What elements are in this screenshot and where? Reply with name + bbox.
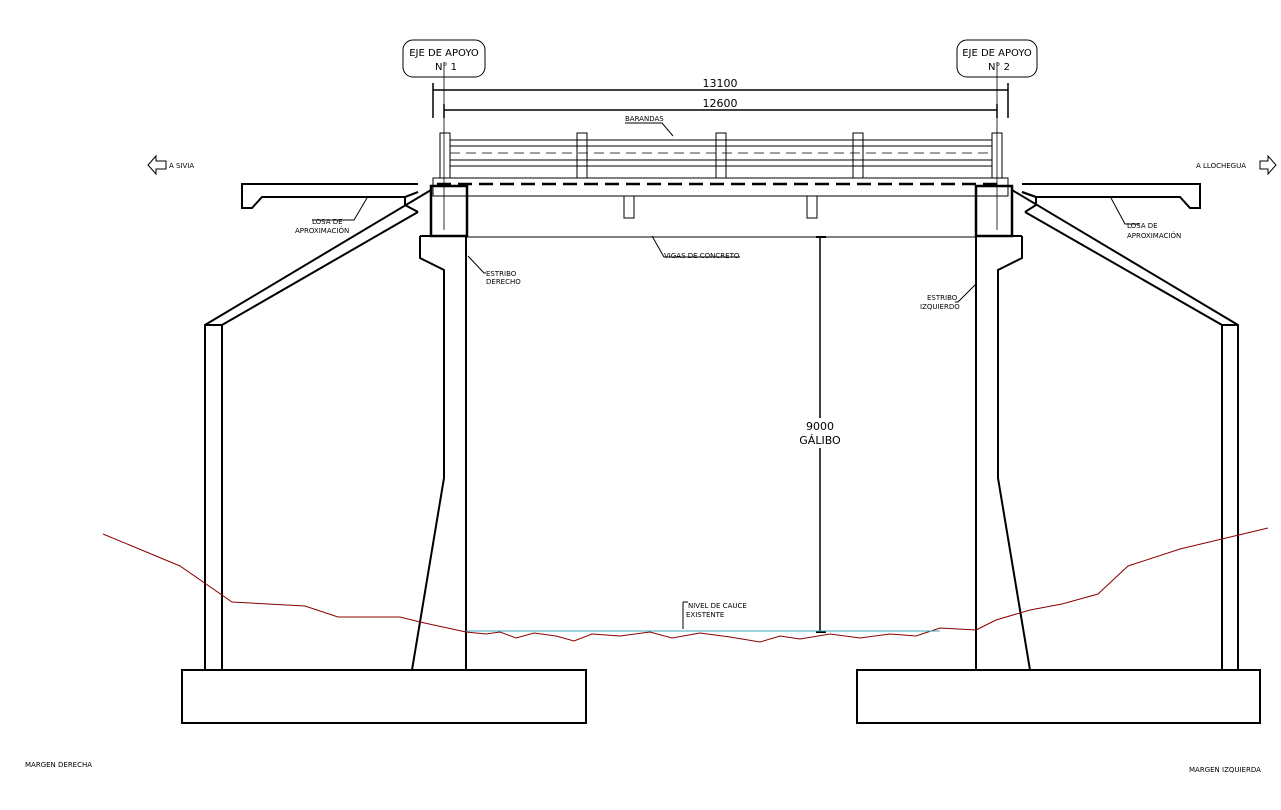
left-abutment-line1: ESTRIBO (927, 294, 958, 302)
support-1-number: N° 1 (435, 62, 457, 73)
approach-slab-left-line1: LOSA DE (312, 218, 343, 226)
approach-slab-right-line1: LOSA DE (1127, 222, 1158, 230)
riverbed-line2: EXISTENTE (686, 611, 724, 619)
support-2-number: N° 2 (988, 62, 1010, 73)
left-abutment-line2: IZQUIERDO (920, 303, 960, 311)
approach-slab-right-line2: APROXIMACIÓN (1127, 231, 1181, 240)
arrow-to-sivia: A SIVIA (147, 154, 194, 176)
arrow-right-icon (1259, 154, 1277, 176)
approach-slab-left (241, 183, 419, 209)
approach-slab-right (1021, 183, 1201, 209)
terrain-profile (102, 527, 1269, 643)
approach-slab-left-callout: LOSA DE APROXIMACIÓN (295, 197, 368, 235)
left-bank-label: MARGEN IZQUIERDA (1189, 766, 1261, 774)
riverbed-line1: NIVEL DE CAUCE (688, 602, 747, 610)
clearance-label: GÁLIBO (799, 434, 841, 447)
right-bank-label: MARGEN DERECHA (25, 761, 92, 769)
right-abutment-line2: DERECHO (486, 278, 521, 286)
dimension-total-text: 13100 (703, 77, 738, 90)
to-llochegua-label: A LLOCHEGUA (1196, 162, 1246, 170)
support-1-title: EJE DE APOYO (409, 48, 479, 59)
riverbed-callout: NIVEL DE CAUCE EXISTENTE (682, 601, 747, 629)
railings-label: BARANDAS (625, 115, 664, 123)
arrow-left-icon (147, 154, 167, 176)
beams-label: VIGAS DE CONCRETO (664, 252, 740, 260)
beams-callout: VIGAS DE CONCRETO (651, 235, 740, 260)
left-abutment-callout: ESTRIBO IZQUIERDO (920, 283, 977, 311)
abutment-left-bank (856, 184, 1261, 724)
clearance-value: 9000 (806, 420, 834, 433)
dimension-deck: 12600 (443, 97, 998, 118)
right-abutment-callout: ESTRIBO DERECHO (467, 255, 521, 286)
support-axis-1: EJE DE APOYO N° 1 (402, 39, 486, 230)
support-2-title: EJE DE APOYO (962, 48, 1032, 59)
dimension-total: 13100 (432, 77, 1009, 118)
approach-slab-right-callout: LOSA DE APROXIMACIÓN (1110, 197, 1181, 240)
right-abutment-line1: ESTRIBO (486, 270, 517, 278)
to-sivia-label: A SIVIA (169, 162, 194, 170)
support-axis-2: EJE DE APOYO N° 2 (956, 39, 1038, 230)
abutment-right-bank (181, 184, 587, 724)
clearance-dimension: 9000 GÁLIBO (799, 236, 841, 633)
approach-slab-left-line2: APROXIMACIÓN (295, 226, 349, 235)
railings (439, 132, 1003, 179)
deck-slab (432, 177, 1009, 238)
dimension-deck-text: 12600 (703, 97, 738, 110)
arrow-to-llochegua: A LLOCHEGUA (1196, 154, 1277, 176)
railings-callout: BARANDAS (625, 115, 674, 137)
